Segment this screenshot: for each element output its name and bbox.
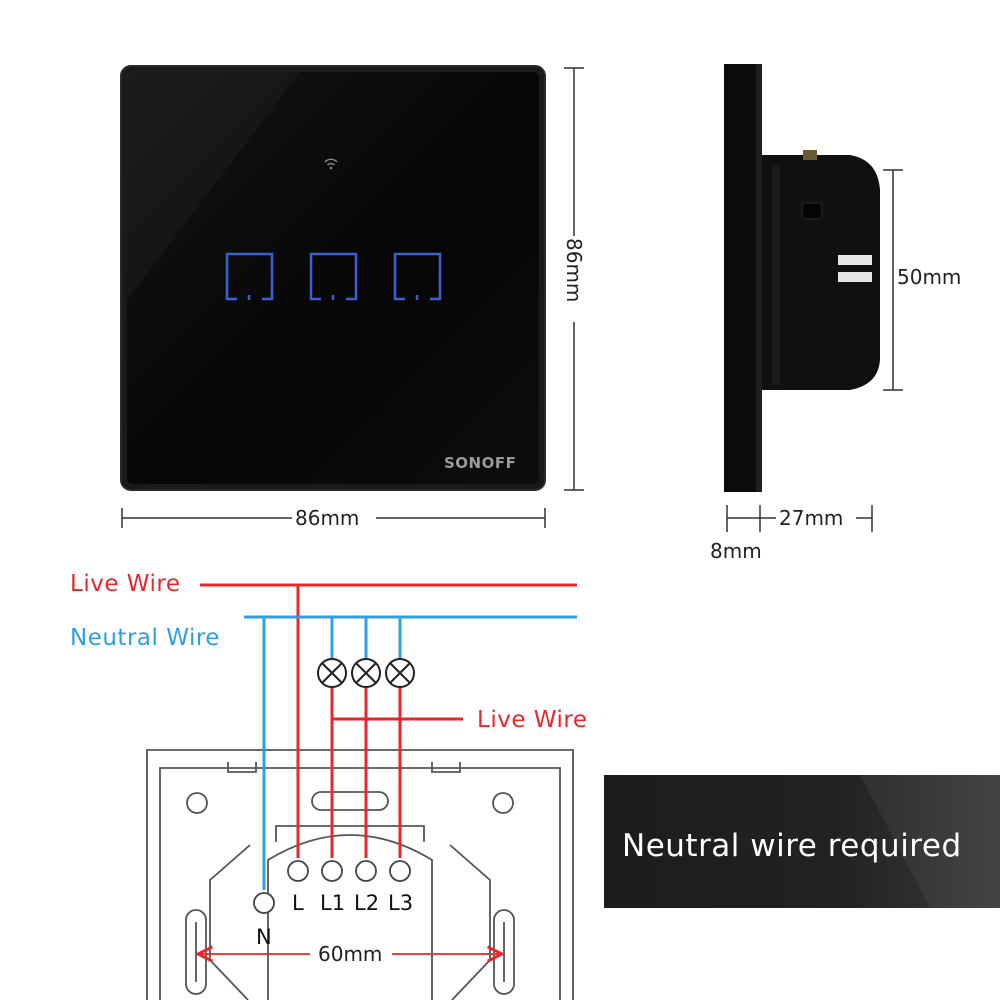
terminal-n [253,892,275,914]
terminal-l1 [321,860,343,882]
wifi-icon [324,158,338,170]
body-height-label: 50mm [897,265,961,289]
load-live-wire-line [330,688,463,858]
terminal-l2 [355,860,377,882]
terminal-label-l2: L2 [354,891,379,915]
front-height-label: 86mm [562,238,586,302]
neutral-wire-label: Neutral Wire [70,625,220,651]
terminal-label-l1: L1 [320,891,345,915]
front-width-label: 86mm [295,506,359,530]
lamps [317,658,415,688]
brand-logo: SONOFF [444,454,516,472]
lamp-1 [317,658,347,688]
lamp-3 [385,658,415,688]
mount-spacing-dimension: 60mm [198,942,502,966]
live-wire-line [200,583,577,858]
touch-key-3[interactable] [393,252,442,301]
terminal-label-l: L [292,891,304,915]
terminal-l [287,860,309,882]
switch-front-view: SONOFF [120,65,546,491]
terminals [253,860,411,914]
terminal-label-n: N [256,925,272,949]
front-width-dimension: 86mm [121,505,546,531]
terminal-l3 [389,860,411,882]
depth-dimension: 27mm 8mm [710,505,873,563]
neutral-wire-line [244,615,577,890]
back-plate [146,749,574,1000]
lamp-2 [351,658,381,688]
body-height-dimension: 50mm [883,169,961,391]
terminal-label-l3: L3 [388,891,413,915]
banner-text: Neutral wire required [622,828,962,864]
mount-spacing-label: 60mm [318,942,382,966]
switch-side-view [724,64,880,492]
body-depth-label: 27mm [779,506,843,530]
panel-thickness-label: 8mm [710,539,762,563]
live-wire-label: Live Wire [70,571,181,597]
touch-key-2[interactable] [309,252,358,301]
front-height-dimension: 86mm [562,67,586,491]
neutral-required-banner: Neutral wire required [604,775,1000,908]
touch-key-1[interactable] [225,252,274,301]
load-live-wire-label: Live Wire [477,707,588,733]
